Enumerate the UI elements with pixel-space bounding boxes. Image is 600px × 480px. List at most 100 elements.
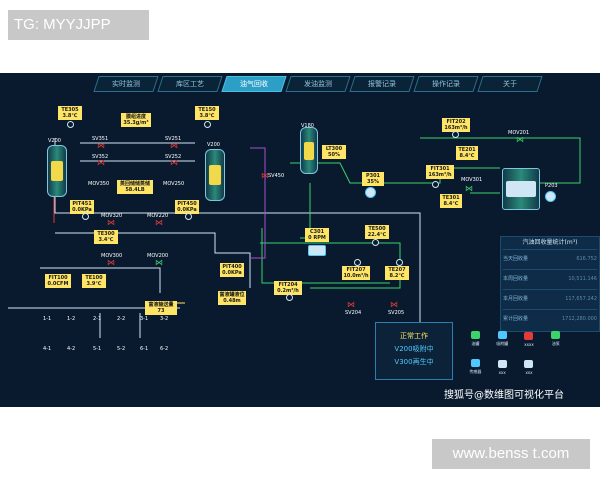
pump-p203-icon[interactable]	[545, 191, 556, 202]
compressor-c301-icon[interactable]	[308, 245, 326, 256]
watermark-sohu: 搜狐号@数维图可视化平台	[444, 390, 564, 401]
label-sv450: SV450	[268, 173, 285, 179]
grid-label: 4-1	[43, 346, 52, 352]
tank-v180-label: V180	[301, 123, 314, 129]
grid-label: 2-2	[117, 316, 126, 322]
grid-label: 3-2	[160, 316, 169, 322]
grid-label: 5-2	[117, 346, 126, 352]
label-sv205: SV205	[388, 310, 405, 316]
tank-v200-right[interactable]	[205, 149, 225, 201]
valve-sv251-icon[interactable]: ⋈	[170, 141, 178, 150]
legend-icon	[497, 359, 507, 368]
legend-item: xxx	[516, 353, 543, 381]
valve-sv205-icon[interactable]: ⋈	[390, 300, 398, 309]
status-title: 正常工作	[400, 332, 428, 340]
grid-label: 6-2	[160, 346, 169, 352]
legend-item: 吸附罐	[489, 325, 516, 353]
label-sv251: SV251	[165, 136, 182, 142]
legend-icon	[524, 331, 534, 340]
stats-title: 汽油回收量统计(m³)	[522, 239, 578, 246]
legend-item	[569, 325, 596, 353]
grid-label: 1-2	[67, 316, 76, 322]
sensor-icon	[452, 131, 459, 138]
valve-mov320-icon[interactable]: ⋈	[107, 218, 115, 227]
legend-item: 油泵	[542, 325, 569, 353]
valve-sv252-icon[interactable]: ⋈	[170, 158, 178, 167]
sensor-icon	[432, 181, 439, 188]
label-mov301: MOV301	[461, 177, 483, 183]
adsorber-icon	[497, 331, 507, 339]
scada-panel: 实时监测 库区工艺 油气回收 发油监测 报警记录 操作记录 关于	[0, 73, 600, 407]
valve-sv204-icon[interactable]: ⋈	[347, 300, 355, 309]
valve-mov301-icon[interactable]: ⋈	[465, 184, 473, 193]
separator-tank[interactable]	[502, 168, 540, 210]
grid-label: 5-1	[93, 346, 102, 352]
legend: 油罐 吸附罐 xxxx 油泵 传感器 xxx xxx	[462, 325, 596, 381]
label-sv351: SV351	[92, 136, 109, 142]
legend-item: xxx	[489, 353, 516, 381]
valve-mov201-icon[interactable]: ⋈	[516, 135, 524, 144]
sensor-icon	[396, 259, 403, 266]
label-mov200: MOV200	[147, 253, 169, 259]
sensor-icon	[372, 239, 379, 246]
label-mov220: MOV220	[147, 213, 169, 219]
sensor-icon	[82, 213, 89, 220]
label-mov201: MOV201	[508, 130, 530, 136]
sensor-icon	[286, 294, 293, 301]
watermark-bottom: www.benss t.com	[432, 439, 590, 469]
tank-v200-left[interactable]	[47, 145, 67, 197]
label-mov300: MOV300	[101, 253, 123, 259]
valve-mov200-icon[interactable]: ⋈	[155, 258, 163, 267]
legend-icon	[524, 359, 534, 368]
oil-pump-icon	[551, 331, 561, 339]
sensor-icon	[67, 121, 74, 128]
label-sv204: SV204	[345, 310, 362, 316]
sensor-icon	[185, 213, 192, 220]
pump-p301-icon[interactable]	[365, 187, 376, 198]
valve-mov220-icon[interactable]: ⋈	[155, 218, 163, 227]
grid-label: 3-1	[140, 316, 149, 322]
valve-sv352-icon[interactable]: ⋈	[97, 158, 105, 167]
label-p203: P203	[545, 183, 558, 189]
legend-item: 油罐	[462, 325, 489, 353]
legend-item: 传感器	[462, 353, 489, 381]
tank-v200-left-label: V200	[48, 138, 61, 144]
legend-item: xxxx	[516, 325, 543, 353]
grid-label: 6-1	[140, 346, 149, 352]
status-line: V300再生中	[394, 358, 434, 366]
oil-tank-icon	[470, 331, 480, 339]
grid-label: 2-1	[93, 316, 102, 322]
grid-label: 4-2	[67, 346, 76, 352]
label-mov320: MOV320	[101, 213, 123, 219]
valve-sv450-icon[interactable]: ⋈	[261, 171, 269, 180]
tank-v180[interactable]	[300, 127, 318, 174]
valve-mov300-icon[interactable]: ⋈	[107, 258, 115, 267]
label-mov350: MOV350	[88, 181, 110, 187]
tank-v200-right-label: V200	[207, 142, 220, 148]
pipe-diagram	[8, 137, 581, 338]
grid-label: 1-1	[43, 316, 52, 322]
valve-sv351-icon[interactable]: ⋈	[97, 141, 105, 150]
